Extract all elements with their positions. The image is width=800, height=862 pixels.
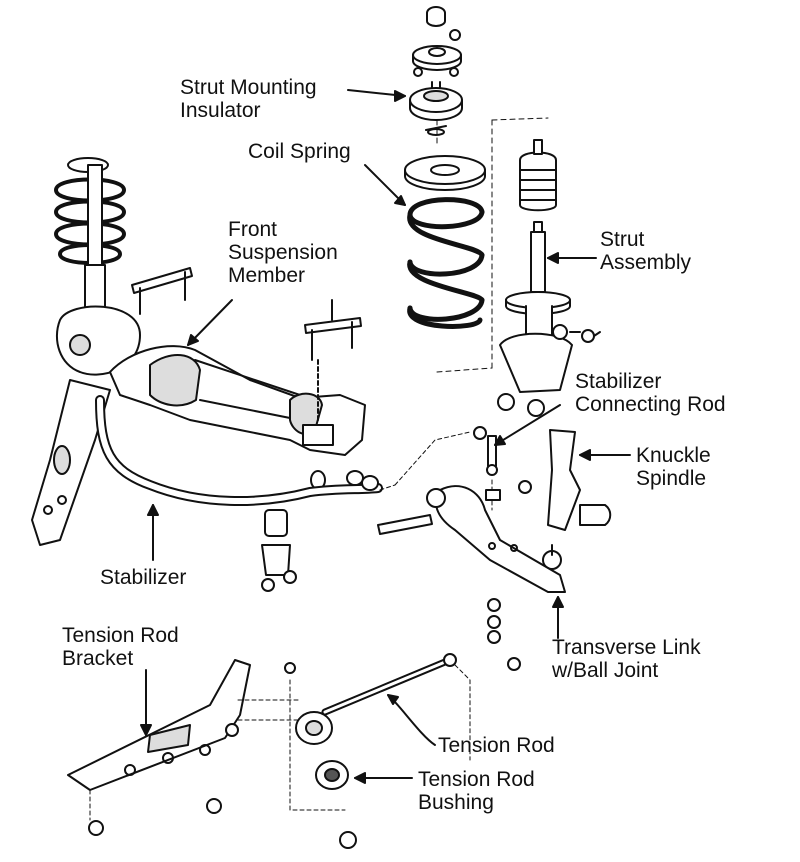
label-strut-mounting-insulator: Strut Mounting Insulator (180, 76, 317, 122)
stabilizer-bar (95, 395, 471, 507)
knuckle-spindle (518, 429, 612, 570)
label-stabilizer-connecting-rod: Stabilizer Connecting Rod (575, 370, 726, 416)
leader-stabilizer-connecting-rod (494, 404, 561, 446)
lower-control-arm-left (31, 379, 111, 546)
front-suspension-member (109, 345, 366, 490)
alignment-lines (436, 117, 549, 373)
coil-spring (404, 155, 486, 329)
tension-rod-bracket (67, 659, 296, 836)
stabilizer-bushing-bracket (261, 509, 297, 592)
assembled-strut-left (54, 157, 141, 376)
mounting-bolt-strips (131, 267, 362, 361)
label-strut-assembly: Strut Assembly (600, 228, 692, 274)
strut-assembly (497, 139, 601, 417)
strut-mount-stack (409, 6, 463, 136)
stabilizer-connecting-rod (473, 426, 501, 511)
label-coil-spring: Coil Spring (248, 140, 351, 163)
label-front-suspension-member: Front Suspension Member (228, 218, 338, 287)
label-tension-rod-bracket: Tension Rod Bracket (62, 624, 179, 670)
label-tension-rod: Tension Rod (438, 734, 555, 757)
tension-rod (237, 653, 471, 849)
transverse-link (377, 485, 566, 671)
label-stabilizer: Stabilizer (100, 566, 187, 589)
label-tension-rod-bushing: Tension Rod Bushing (418, 768, 535, 814)
label-knuckle-spindle: Knuckle Spindle (636, 444, 711, 490)
leader-lines (140, 89, 631, 784)
label-transverse-link: Transverse Link w/Ball Joint (552, 636, 701, 682)
